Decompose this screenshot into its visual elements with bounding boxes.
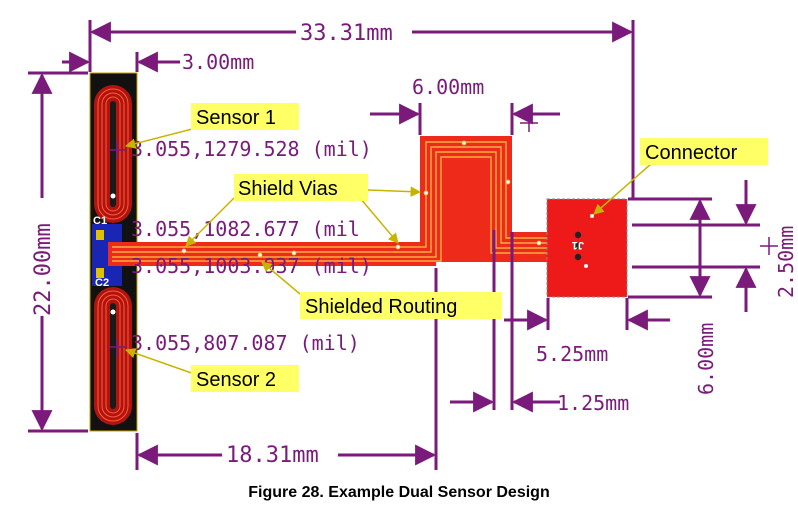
coord-sensor1: 3.055,1279.528 (mil) bbox=[131, 137, 372, 161]
pcb-artwork: C1 C2 J1 bbox=[89, 72, 778, 432]
coordinates: 3.055,1279.528 (mil) 3.055,1082.677 (mil… bbox=[131, 137, 372, 355]
connector-pad bbox=[546, 198, 628, 298]
sensor-1-coil bbox=[94, 85, 132, 223]
dim-routing-length: 18.31mm bbox=[226, 443, 319, 468]
dim-sensor-width: 3.00mm bbox=[182, 50, 254, 74]
callout-sensor1-box bbox=[191, 103, 299, 130]
callout-shield-vias: Shield Vias bbox=[238, 178, 338, 200]
dim-connector-depth: 5.25mm bbox=[536, 342, 608, 366]
dim-sensor-height: 22.00mm bbox=[31, 223, 56, 316]
coord-lower: 3.055,1003.937 (mil) bbox=[131, 254, 372, 278]
callout-shielded-routing-box bbox=[300, 292, 502, 319]
callout-sensor1: Sensor 1 bbox=[196, 107, 276, 129]
dim-total-width: 33.31mm bbox=[300, 21, 393, 46]
sensor-2-coil bbox=[94, 287, 132, 425]
ref-j1: J1 bbox=[572, 239, 584, 251]
dim-connector-pad: 2.50mm bbox=[774, 226, 798, 298]
dim-connector-offset: 1.25mm bbox=[557, 391, 629, 415]
callout-shield-vias-box bbox=[234, 174, 368, 201]
ref-c2: C2 bbox=[95, 277, 109, 289]
callout-sensor2-box bbox=[191, 365, 299, 392]
dim-connector-height: 6.00mm bbox=[694, 323, 718, 395]
figure-caption: Figure 28. Example Dual Sensor Design bbox=[248, 484, 549, 501]
callout-leaders bbox=[124, 126, 653, 377]
callout-connector: Connector bbox=[645, 142, 738, 164]
shielded-routing-flex bbox=[108, 136, 548, 266]
coord-middle: 3.055,1082.677 (mil bbox=[131, 217, 360, 241]
callout-shielded-routing: Shielded Routing bbox=[305, 296, 457, 318]
coord-sensor2: 3.055,807.087 (mil) bbox=[131, 331, 360, 355]
callouts: Sensor 1 Sensor 2 Shield Vias Shielded R… bbox=[191, 103, 768, 392]
ref-c1: C1 bbox=[93, 215, 107, 227]
callout-connector-box bbox=[640, 138, 768, 165]
callout-sensor2: Sensor 2 bbox=[196, 369, 276, 391]
shield-vias bbox=[181, 140, 542, 258]
dimension-labels: 33.31mm 3.00mm 6.00mm 22.00mm 18.31mm 1.… bbox=[30, 21, 798, 468]
dim-flex-width: 6.00mm bbox=[412, 75, 484, 99]
